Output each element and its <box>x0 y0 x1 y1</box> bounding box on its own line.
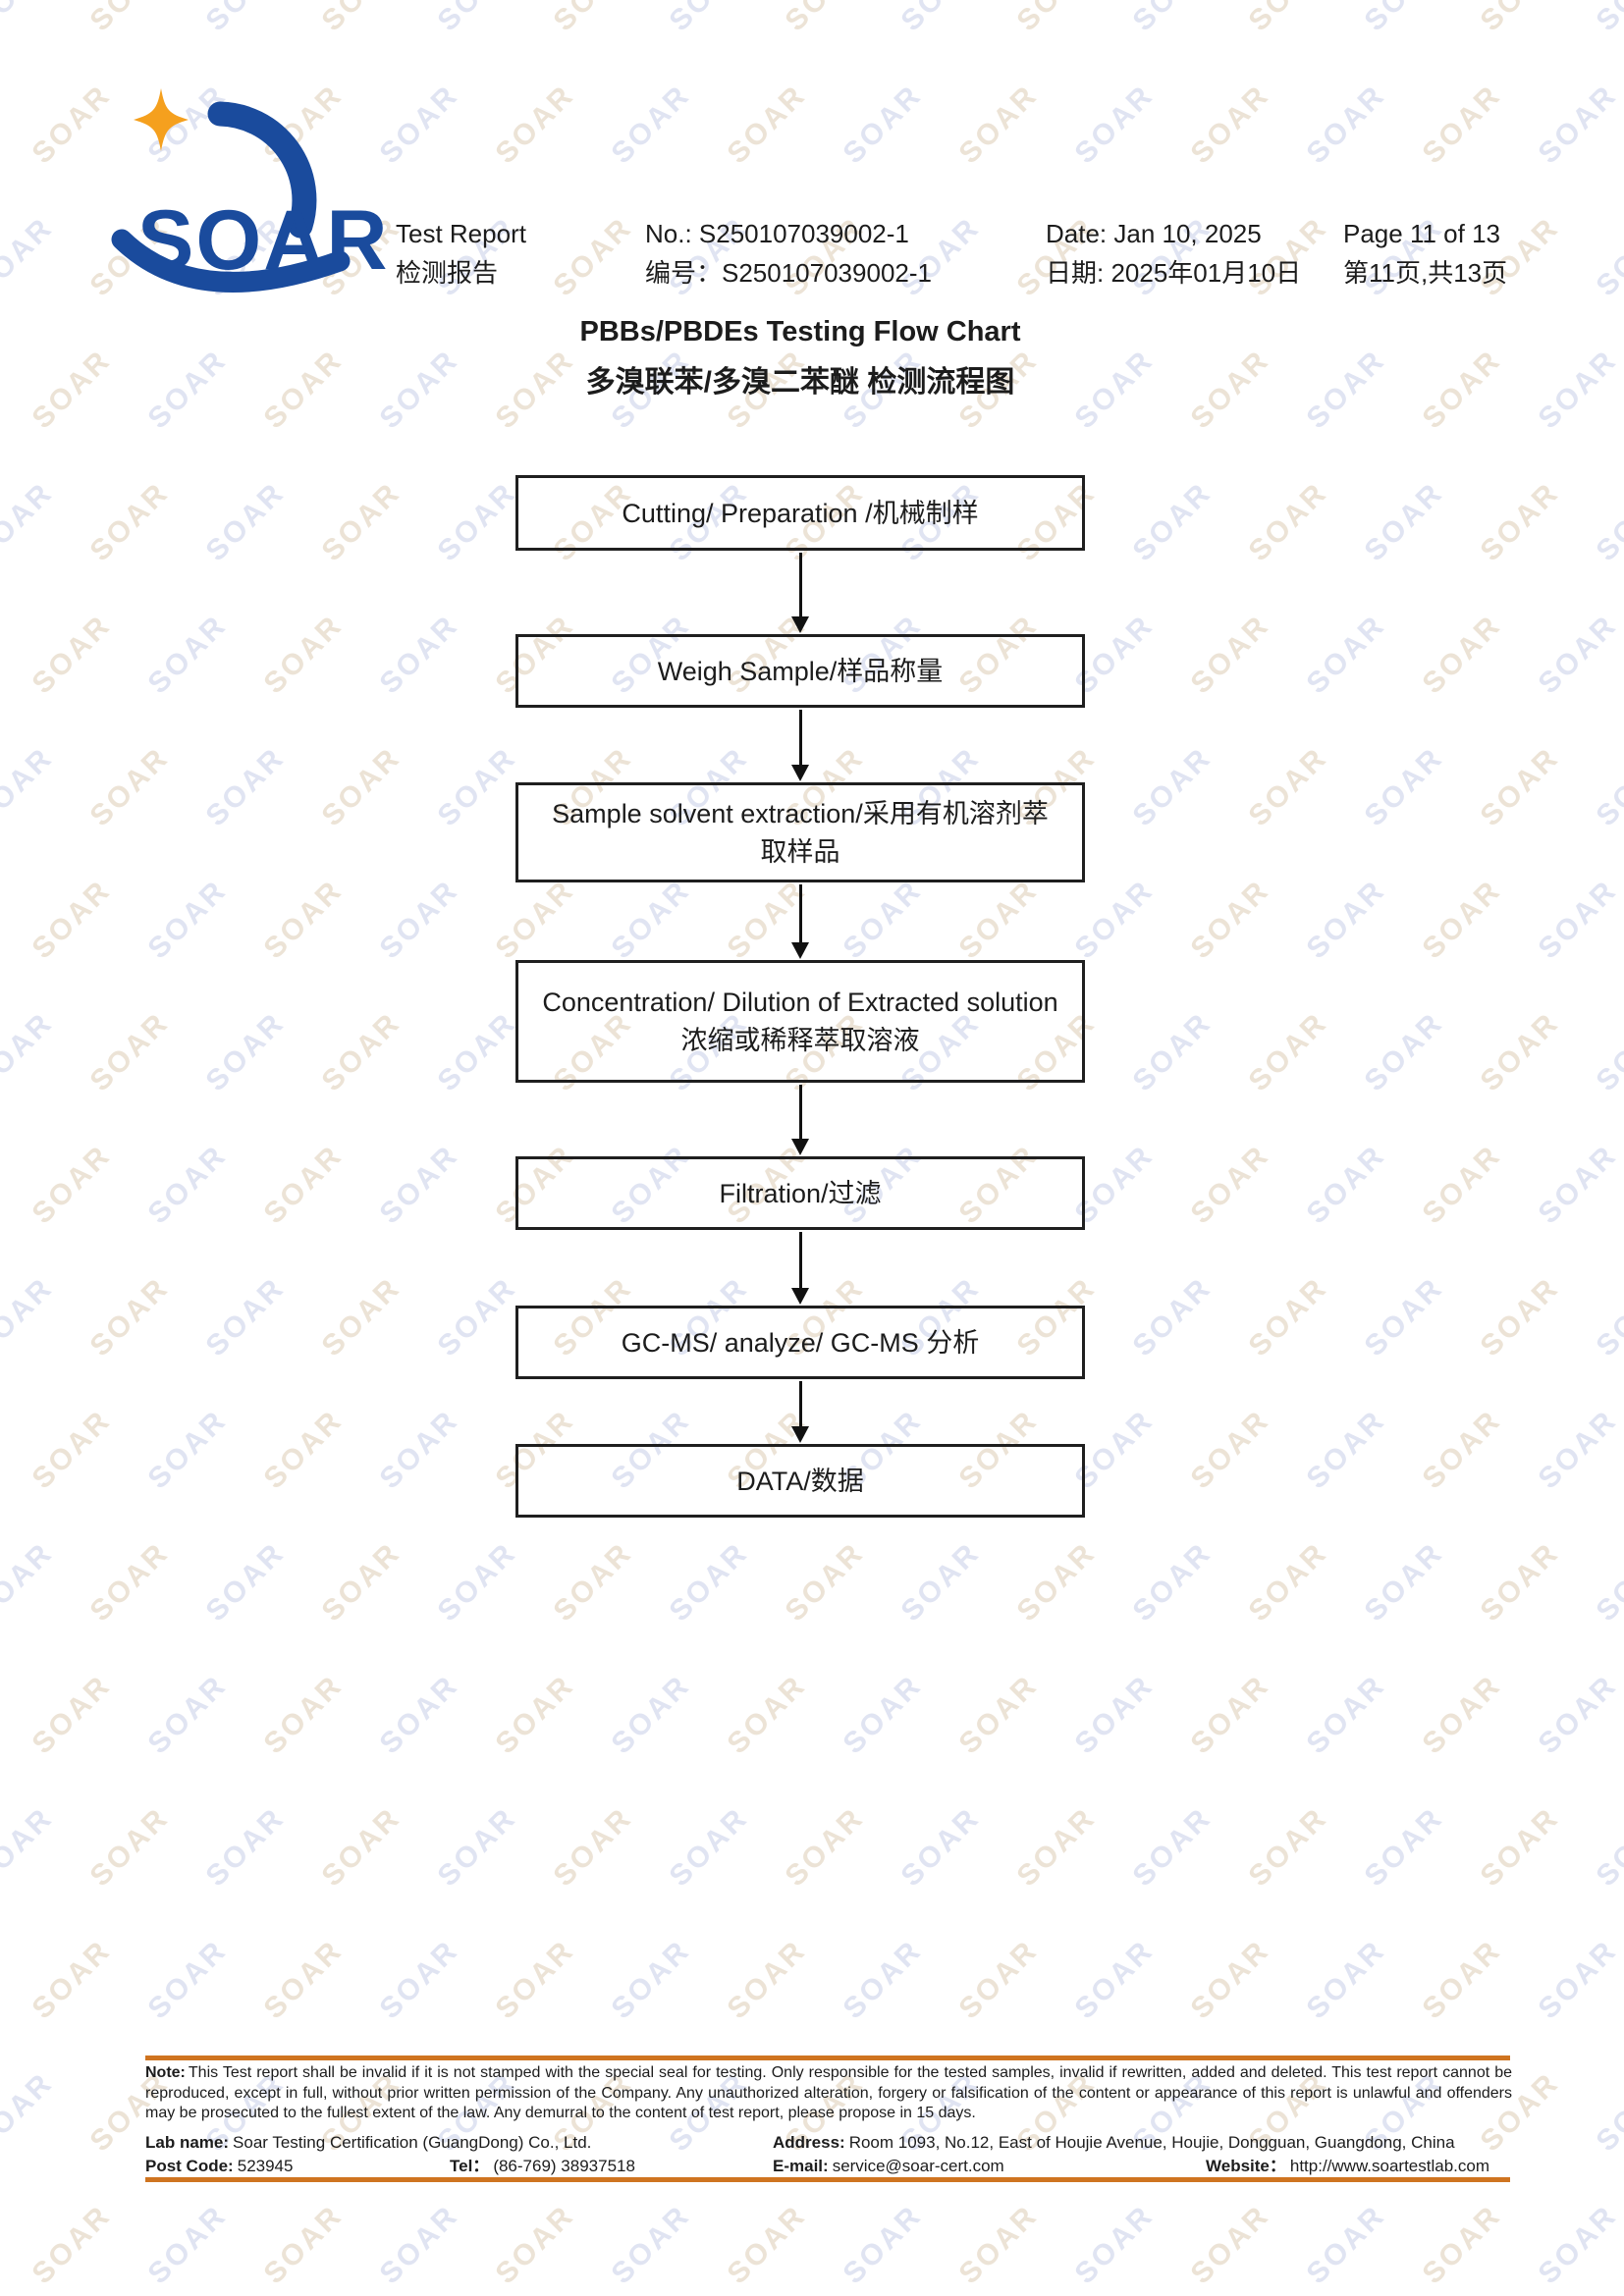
flow-step-box: Concentration/ Dilution of Extracted sol… <box>515 960 1085 1083</box>
flow-arrow-line <box>799 710 802 767</box>
footer-note: Note:This Test report shall be invalid i… <box>145 2063 1512 2124</box>
footer-top-rule <box>145 2056 1510 2060</box>
soar-logo: SOAR <box>111 88 387 293</box>
header-report-no: No.: S250107039002-1 编号：S250107039002-1 <box>645 214 932 293</box>
flow-step-text: 浓缩或稀释萃取溶液 <box>680 1026 920 1055</box>
lab-name-value: Soar Testing Certification (GuangDong) C… <box>233 2133 592 2152</box>
flow-step-text: Sample solvent extraction/采用有机溶剂萃 <box>552 798 1049 828</box>
logo-top-swoosh <box>207 101 317 239</box>
page-number-zh: 第11页,共13页 <box>1343 258 1508 288</box>
address-label: Address: <box>773 2133 845 2152</box>
flow-arrow-head-icon <box>791 942 809 959</box>
flow-step-box: DATA/数据 <box>515 1444 1085 1518</box>
flow-step-text: Weigh Sample/样品称量 <box>657 656 944 686</box>
email-label: E-mail: <box>773 2157 829 2175</box>
page-title-en: PBBs/PBDEs Testing Flow Chart <box>579 316 1021 347</box>
website-value: http://www.soartestlab.com <box>1289 2157 1490 2175</box>
note-text: This Test report shall be invalid if it … <box>145 2064 1512 2121</box>
email-row: E-mail:service@soar-cert.com <box>773 2156 1004 2177</box>
report-no-en: No.: S250107039002-1 <box>645 219 909 248</box>
flow-step-box: Sample solvent extraction/采用有机溶剂萃取样品 <box>515 782 1085 882</box>
tel-row: Tel：(86-769) 38937518 <box>450 2156 635 2177</box>
flow-step-box: GC-MS/ analyze/ GC-MS 分析 <box>515 1306 1085 1379</box>
flow-arrow-head-icon <box>791 765 809 781</box>
header-page: Page 11 of 13 第11页,共13页 <box>1343 214 1507 293</box>
post-code-value: 523945 <box>237 2157 294 2175</box>
flow-arrow-head-icon <box>791 616 809 633</box>
flow-arrow-line <box>799 1232 802 1290</box>
tel-value: (86-769) 38937518 <box>493 2157 635 2175</box>
flow-step-text: 取样品 <box>760 836 840 867</box>
flow-step-text: Cutting/ Preparation /机械制样 <box>622 498 979 528</box>
flow-arrow-head-icon <box>791 1426 809 1443</box>
flow-step-text: Filtration/过滤 <box>719 1178 882 1208</box>
post-code-row: Post Code:523945 <box>145 2156 293 2177</box>
page-number-en: Page 11 of 13 <box>1343 219 1500 248</box>
report-label-zh: 检测报告 <box>396 258 499 288</box>
website-label: Website： <box>1206 2157 1286 2175</box>
flow-arrow-line <box>799 884 802 944</box>
website-row: Website：http://www.soartestlab.com <box>1206 2156 1489 2177</box>
flow-step-text: DATA/数据 <box>736 1466 864 1496</box>
email-value: service@soar-cert.com <box>832 2157 1004 2175</box>
flow-arrow-head-icon <box>791 1139 809 1155</box>
post-code-label: Post Code: <box>145 2157 234 2175</box>
page-title-zh: 多溴联苯/多溴二苯醚 检测流程图 <box>585 366 1015 399</box>
report-label-en: Test Report <box>396 219 526 248</box>
logo-star-icon <box>134 88 189 151</box>
flow-arrow-line <box>799 553 802 618</box>
flow-arrow-line <box>799 1085 802 1141</box>
flow-step-box: Weigh Sample/样品称量 <box>515 634 1085 708</box>
flow-step-box: Cutting/ Preparation /机械制样 <box>515 475 1085 551</box>
header-date: Date: Jan 10, 2025 日期: 2025年01月10日 <box>1046 214 1301 293</box>
address-value: Room 1093, No.12, East of Houjie Avenue,… <box>848 2133 1455 2152</box>
flow-arrow-head-icon <box>791 1288 809 1305</box>
note-label: Note: <box>145 2064 186 2081</box>
flow-step-text: GC-MS/ analyze/ GC-MS 分析 <box>621 1327 980 1358</box>
flow-step-text: Concentration/ Dilution of Extracted sol… <box>542 988 1058 1017</box>
flow-arrow-line <box>799 1381 802 1428</box>
tel-label: Tel： <box>450 2157 490 2175</box>
footer-bottom-rule <box>145 2177 1510 2182</box>
lab-name-row: Lab name:Soar Testing Certification (Gua… <box>145 2132 591 2154</box>
lab-name-label: Lab name: <box>145 2133 230 2152</box>
report-no-zh: 编号：S250107039002-1 <box>645 258 932 288</box>
address-row: Address:Room 1093, No.12, East of Houjie… <box>773 2132 1455 2154</box>
flow-step-box: Filtration/过滤 <box>515 1156 1085 1230</box>
header-report-label: Test Report 检测报告 <box>396 214 526 293</box>
logo-bottom-swoosh <box>111 229 351 293</box>
date-zh: 日期: 2025年01月10日 <box>1046 258 1302 288</box>
date-en: Date: Jan 10, 2025 <box>1046 219 1262 248</box>
